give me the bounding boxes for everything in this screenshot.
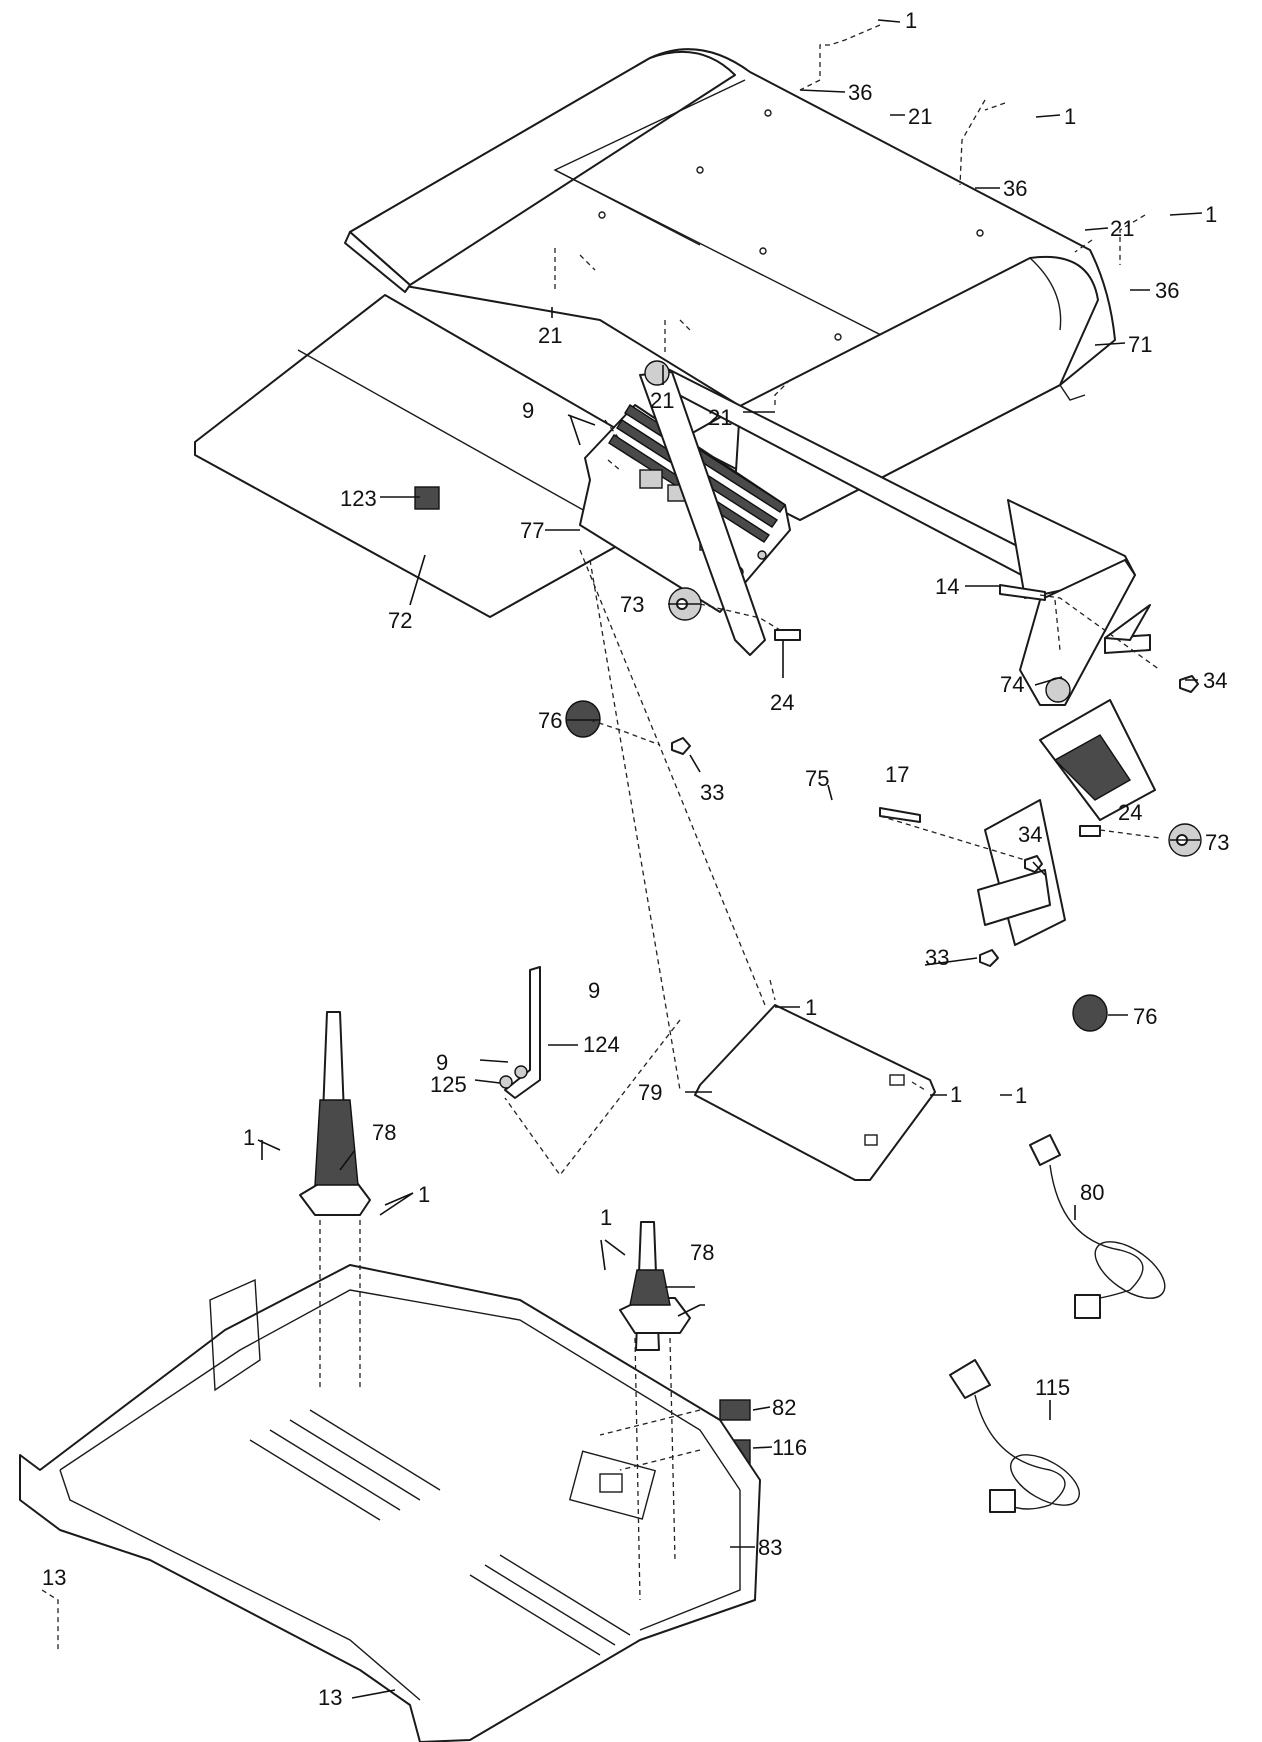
callout-34b: 34 — [1018, 822, 1042, 847]
incline-motor-74 — [977, 604, 1156, 946]
callout-21a: 21 — [908, 104, 932, 129]
callout-1e: 1 — [805, 995, 817, 1020]
bolt-24a — [774, 629, 801, 641]
bolt-14 — [999, 584, 1046, 601]
callout-123: 123 — [340, 486, 377, 511]
callout-36a: 36 — [848, 80, 872, 105]
incline-frame-75 — [639, 360, 1136, 706]
callout-14: 14 — [935, 574, 959, 599]
callout-21c: 21 — [538, 323, 562, 348]
callout-116: 116 — [772, 1435, 807, 1460]
washer-125a — [514, 1065, 528, 1079]
callout-75: 75 — [805, 766, 829, 791]
nut-34a — [1179, 675, 1199, 693]
callout-71: 71 — [1128, 332, 1152, 357]
bracket-124 — [504, 966, 541, 1099]
callout-labels: 1 36 21 1 36 21 1 36 71 21 21 21 72 73 2… — [42, 8, 1229, 1710]
assembly-dashes — [41, 24, 1161, 1650]
callout-24a: 24 — [770, 690, 794, 715]
callout-9c: 9 — [436, 1050, 448, 1075]
callout-73b: 73 — [1205, 830, 1229, 855]
callout-115: 115 — [1035, 1375, 1070, 1400]
callout-36c: 36 — [1155, 278, 1179, 303]
wheel-76a — [565, 700, 601, 738]
callout-79: 79 — [638, 1080, 662, 1105]
callout-24b: 24 — [1118, 800, 1142, 825]
wheel-76b — [1072, 994, 1108, 1032]
callout-76b: 76 — [1133, 1004, 1157, 1029]
callout-78b: 78 — [690, 1240, 714, 1265]
part-123 — [414, 486, 440, 510]
switch-82 — [719, 1399, 751, 1421]
callout-78a: 78 — [372, 1120, 396, 1145]
callout-80: 80 — [1080, 1180, 1104, 1205]
callout-1c: 1 — [1205, 202, 1217, 227]
callout-21b: 21 — [1110, 216, 1134, 241]
callout-77: 77 — [520, 518, 544, 543]
callout-13b: 13 — [318, 1685, 342, 1710]
callout-1d: 1 — [1015, 1083, 1027, 1108]
callout-33a: 33 — [700, 780, 724, 805]
callout-9b: 9 — [588, 978, 600, 1003]
upright-78b — [619, 1221, 691, 1351]
callout-1g: 1 — [243, 1125, 255, 1150]
nut-33b — [979, 949, 999, 967]
callout-1f: 1 — [950, 1082, 962, 1107]
callout-124: 124 — [583, 1032, 620, 1057]
callout-76a: 76 — [538, 708, 562, 733]
motor-hood-71 — [344, 48, 1116, 521]
callout-74: 74 — [1000, 672, 1024, 697]
callout-1a: 1 — [905, 8, 917, 33]
callout-1i: 1 — [600, 1205, 612, 1230]
callout-33b: 33 — [925, 945, 949, 970]
callout-9a: 9 — [522, 398, 534, 423]
callout-73a: 73 — [620, 592, 644, 617]
board-tray-79 — [694, 1004, 936, 1181]
callout-21e: 21 — [708, 405, 732, 430]
base-pan-83 — [19, 1264, 761, 1742]
callout-21d: 21 — [650, 388, 674, 413]
power-cord-115 — [949, 1359, 1080, 1513]
callout-1h: 1 — [418, 1182, 430, 1207]
washer-125b — [499, 1075, 513, 1089]
bolt-24b — [1079, 825, 1101, 837]
nut-33a — [671, 737, 691, 755]
leader-lines — [257, 19, 1203, 1699]
callout-17: 17 — [885, 762, 909, 787]
callout-83: 83 — [758, 1535, 782, 1560]
callout-125: 125 — [430, 1072, 467, 1097]
callout-36b: 36 — [1003, 176, 1027, 201]
callout-13a: 13 — [42, 1565, 66, 1590]
upright-78a — [299, 1011, 371, 1216]
callout-82: 82 — [772, 1395, 796, 1420]
bolt-17 — [879, 807, 921, 823]
power-cord-80 — [1029, 1134, 1166, 1319]
callout-1b: 1 — [1064, 104, 1076, 129]
callout-72: 72 — [388, 608, 412, 633]
callout-34a: 34 — [1203, 668, 1227, 693]
